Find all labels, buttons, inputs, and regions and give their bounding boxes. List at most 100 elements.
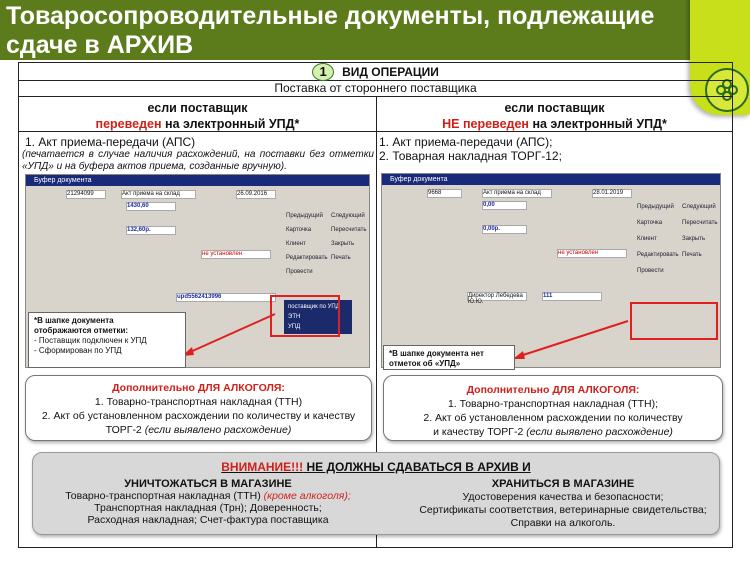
action-recalc[interactable]: Пересчитать — [682, 220, 718, 226]
alc-note: (если выявлено расхождение) — [526, 426, 673, 438]
right-header: если поставщик НЕ переведен на электронн… — [376, 100, 733, 132]
alc-title: Дополнительно — [112, 382, 198, 394]
callout-line: отметок об «УПД» — [389, 359, 461, 368]
left-note: (печатается в случае наличия расхождений… — [22, 149, 374, 172]
highlight-box — [270, 295, 340, 337]
left-head-red: переведен — [95, 117, 162, 131]
doc-pd: upd5562413996 — [176, 293, 276, 302]
left-item-1: 1. Акт приема-передачи (АПС) — [25, 135, 196, 149]
right-head-red: НЕ переведен — [442, 117, 529, 131]
column-divider — [376, 97, 377, 547]
keep-line: Удостоверения качества и безопасности; — [462, 491, 664, 503]
action-prev[interactable]: Предыдущий — [637, 204, 674, 210]
warning-rest: НЕ ДОЛЖНЫ СДАВАТЬСЯ В АРХИВ И — [303, 460, 531, 474]
right-document-screenshot: Буфер документа 9668 Акт приема на склад… — [381, 173, 721, 368]
arrow-icon — [513, 320, 629, 359]
action-client[interactable]: Клиент — [286, 241, 306, 247]
doc-kvc: не установлен — [201, 250, 271, 259]
warning-box: ВНИМАНИЕ!!! НЕ ДОЛЖНЫ СДАВАТЬСЯ В АРХИВ … — [32, 452, 720, 535]
header-row — [19, 97, 732, 132]
arrow-icon — [182, 313, 276, 356]
action-post[interactable]: Провести — [637, 268, 664, 274]
doc-number: 21294099 — [66, 190, 106, 199]
doc-number: 9668 — [427, 189, 462, 198]
destroy-line: Товарно-транспортная накладная (ТТН) — [65, 490, 264, 502]
action-next[interactable]: Следующий — [682, 204, 716, 210]
alc-title: Дополнительно — [466, 384, 553, 396]
alc-item-3: ТОРГ-2 — [105, 424, 145, 436]
alc-item-1: 1. Товарно-транспортная накладная (ТТН); — [447, 398, 659, 410]
doc-date: 26.09.2016 — [236, 190, 276, 199]
right-docs: 1. Акт приема-передачи (АПС); 2. Товарна… — [379, 135, 731, 163]
destroy-title: УНИЧТОЖАТЬСЯ В МАГАЗИНЕ — [124, 478, 292, 490]
action-recalc[interactable]: Пересчитать — [331, 227, 367, 233]
flag-upd: УПД — [288, 324, 301, 330]
left-callout: *В шапке документа отображаются отметки:… — [28, 312, 186, 368]
action-edit[interactable]: Редактировать — [286, 255, 328, 261]
callout-line: - Поставщик подключен к УПД — [34, 336, 147, 345]
destroy-line: Транспортная накладная (Трн); Довереннос… — [94, 502, 322, 514]
brand-logo — [705, 68, 749, 112]
right-item-2: 2. Товарная накладная ТОРГ-12; — [379, 149, 562, 163]
operation-label: ВИД ОПЕРАЦИИ — [342, 65, 439, 79]
step-number: 1 — [312, 63, 335, 81]
alc-item-2: 2. Акт об установленном расхождении по к… — [423, 412, 683, 424]
right-head-line2: на электронный УПД* — [528, 117, 667, 131]
keep-column: ХРАНИТЬСЯ В МАГАЗИНЕ Удостоверения качес… — [413, 478, 713, 530]
flag-etn: ЭТН — [288, 314, 301, 320]
alc-item-1: 1. Товарно-транспортная накладная (ТТН) — [94, 396, 303, 408]
callout-line: отображаются отметки: — [34, 326, 129, 335]
action-print[interactable]: Печать — [682, 252, 702, 258]
window-title: Буфер документа — [26, 175, 369, 186]
action-prev[interactable]: Предыдущий — [286, 213, 323, 219]
right-alcohol-box: Дополнительно ДЛЯ АЛКОГОЛЯ: 1. Товарно-т… — [383, 375, 723, 441]
doc-kvc: не установлен — [557, 249, 627, 258]
action-client[interactable]: Клиент — [637, 236, 657, 242]
keep-line: Сертификаты соответствия, ветеринарные с… — [419, 504, 707, 516]
doc-type: Акт приема на склад — [482, 189, 552, 198]
destroy-note: (кроме алкоголя); — [263, 490, 351, 502]
action-edit[interactable]: Редактировать — [637, 252, 679, 258]
doc-nds: 132,60р. — [126, 226, 176, 235]
action-close[interactable]: Закрыть — [331, 241, 355, 247]
alc-item-2: 2. Акт об установленном расхождении по к… — [41, 410, 356, 422]
callout-line: *В шапке документа нет — [389, 349, 484, 358]
warning-title: ВНИМАНИЕ!!! НЕ ДОЛЖНЫ СДАВАТЬСЯ В АРХИВ … — [33, 460, 719, 474]
action-close[interactable]: Закрыть — [682, 236, 706, 242]
callout-line: - Сформирован по УПД — [34, 346, 122, 355]
left-alcohol-box: Дополнительно ДЛЯ АЛКОГОЛЯ: 1. Товарно-т… — [25, 375, 372, 441]
doc-user: Директор Лебедева Ю.Ю. — [467, 292, 527, 305]
action-print[interactable]: Печать — [331, 255, 351, 261]
left-docs: 1. Акт приема-передачи (АПС) (печатается… — [22, 135, 374, 173]
action-card[interactable]: Карточка — [637, 220, 663, 226]
action-post[interactable]: Провести — [286, 269, 313, 275]
alc-title-caps: ДЛЯ АЛКОГОЛЯ: — [197, 382, 285, 394]
left-header: если поставщик переведен на электронный … — [19, 100, 376, 132]
alc-note: (если выявлено расхождение) — [144, 424, 292, 436]
doc-type: Акт приема на склад — [121, 190, 196, 199]
action-card[interactable]: Карточка — [286, 227, 312, 233]
left-document-screenshot: Буфер документа 21294099 Акт приема на с… — [25, 174, 370, 368]
alc-item-3: и качеству ТОРГ-2 — [433, 426, 527, 438]
operation-row: 1 ВИД ОПЕРАЦИИ — [19, 63, 732, 81]
alc-title-caps: ДЛЯ АЛКОГОЛЯ: — [552, 384, 640, 396]
keep-line: Справки на алкоголь. — [510, 517, 616, 529]
doc-date: 28.01.2019 — [592, 189, 632, 198]
left-head-line1: если поставщик — [147, 101, 248, 115]
doc-sum: 0,00 — [482, 201, 527, 210]
action-next[interactable]: Следующий — [331, 213, 365, 219]
left-head-line2: на электронный УПД* — [161, 117, 300, 131]
right-item-1: 1. Акт приема-передачи (АПС); — [379, 135, 553, 149]
flag-upd-supplier: поставщик по УПД — [288, 304, 340, 310]
window-title: Буфер документа — [382, 174, 720, 185]
doc-sum: 1430,60 — [126, 202, 176, 211]
doc-pd: 111 — [542, 292, 602, 301]
destroy-line: Расходная накладная; Счет-фактура постав… — [87, 514, 329, 526]
upd-flags: поставщик по УПД ЭТН УПД — [284, 300, 352, 334]
right-head-line1: если поставщик — [504, 101, 605, 115]
callout-line: *В шапке документа — [34, 316, 114, 325]
header-band: Товаросопроводительные документы, подлеж… — [0, 0, 750, 60]
highlight-box — [630, 302, 718, 340]
doc-nds: 0,00р. — [482, 225, 527, 234]
